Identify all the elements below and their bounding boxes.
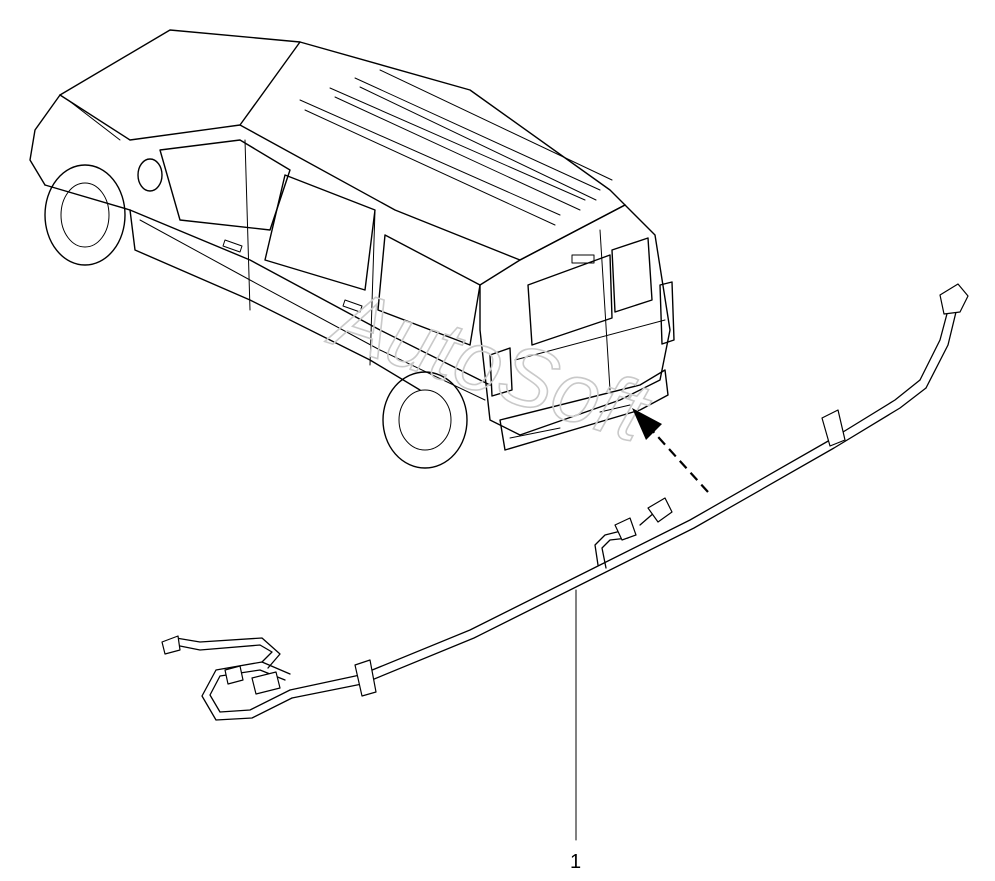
connector-left [161,635,181,655]
connector-top-right [939,283,969,315]
clip-middle [614,517,637,541]
clip-left [354,659,377,697]
clip-right [821,409,846,447]
callout-label: 1 [570,851,581,873]
rear-bumper-wiring-harness [161,283,969,721]
vehicle-drawing [29,29,675,469]
connector-center [647,497,673,523]
plug-left-a [251,671,281,695]
plug-left-b [224,665,244,685]
watermark-text: AutoSoft [318,269,662,461]
callout-1: 1 [570,589,581,873]
installation-arrow [632,408,709,493]
